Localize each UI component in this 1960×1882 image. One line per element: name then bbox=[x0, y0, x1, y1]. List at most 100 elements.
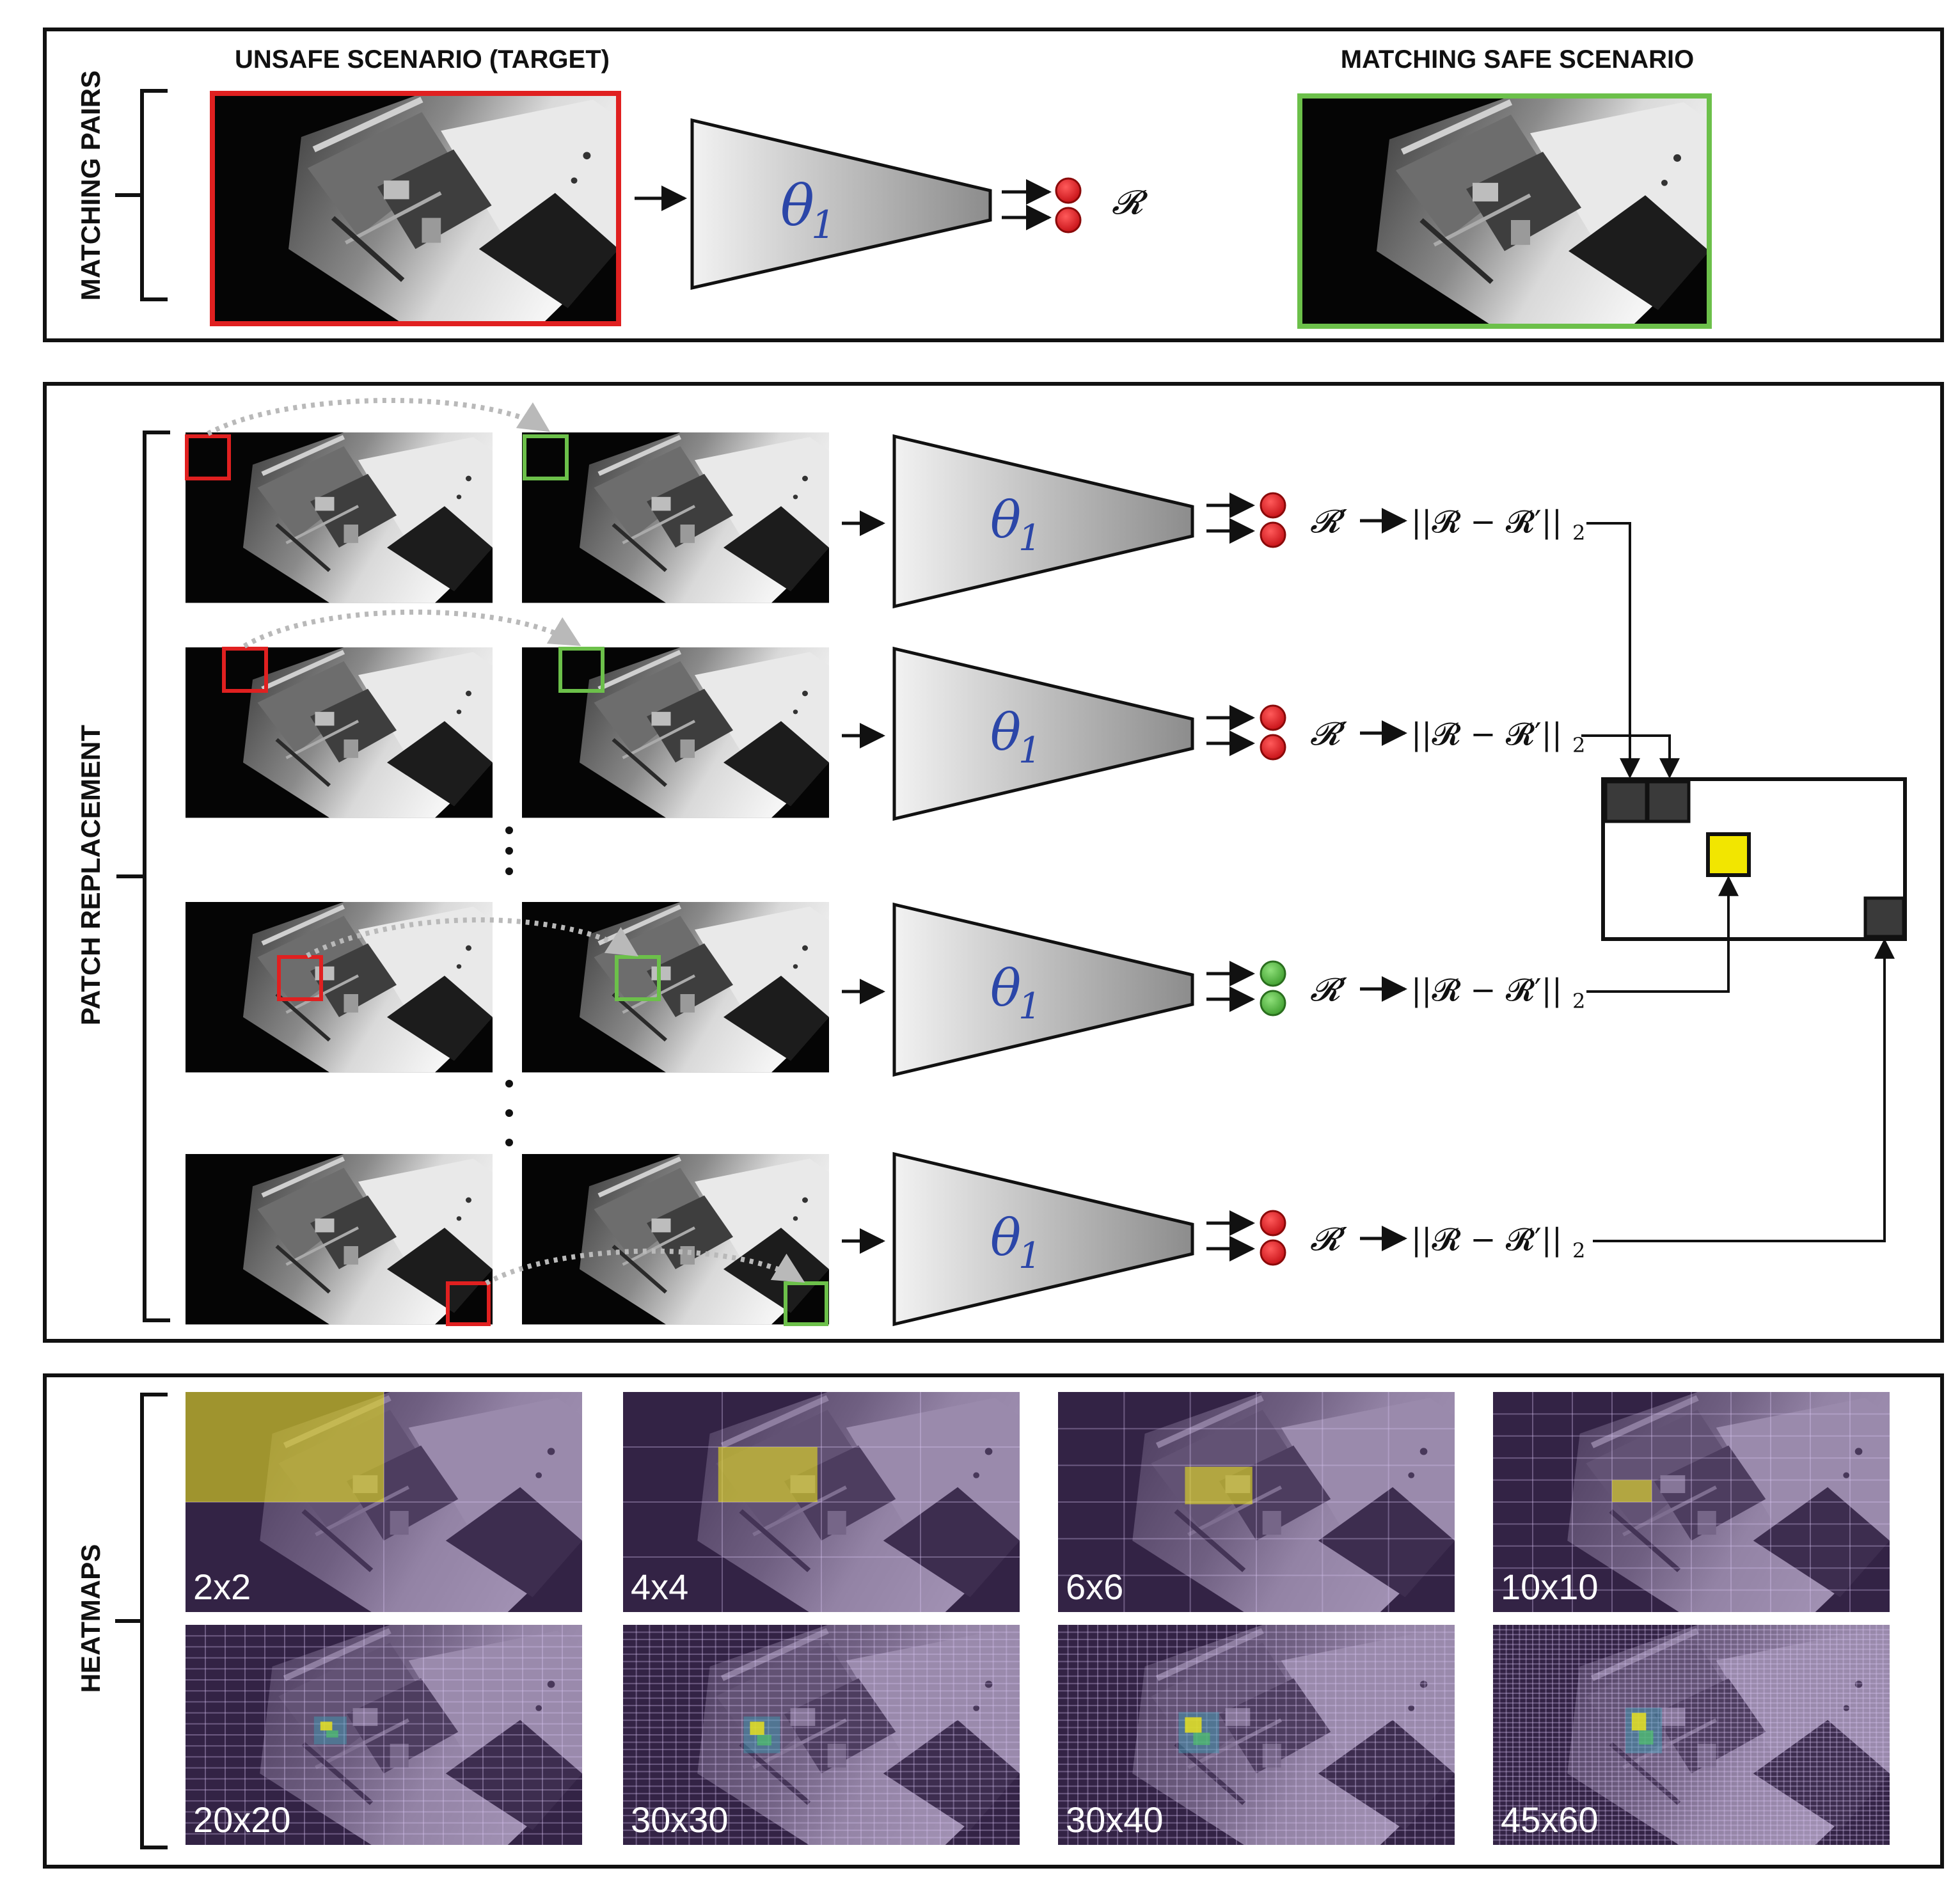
distance-subscript: 2 bbox=[1572, 1238, 1585, 1263]
heatmap-tile: 20x20 bbox=[186, 1625, 582, 1845]
heatmap-gridlines bbox=[1493, 1625, 1890, 1845]
connector-arrow bbox=[1581, 734, 1680, 779]
heatmap-gridlines bbox=[1493, 1392, 1890, 1612]
heatmap-tile: 4x4 bbox=[623, 1392, 1020, 1612]
unsafe-patch bbox=[277, 955, 323, 1001]
distance-subscript: 2 bbox=[1572, 733, 1585, 757]
heatmaps-panel: HEATMAPS 2x2 4x4 6x6 10x10 20x20 30x30 30x40 45… bbox=[43, 1373, 1944, 1869]
heatmap-highlight-secondary bbox=[326, 1730, 338, 1738]
safe-patch bbox=[615, 955, 661, 1001]
network-row: θ1 𝓡′ ||𝓡 − 𝓡′|| 2 bbox=[842, 902, 1585, 1077]
connector-arrow bbox=[1586, 875, 1739, 993]
distance-formula: ||𝓡 − 𝓡′|| bbox=[1411, 504, 1562, 540]
output-dot bbox=[1260, 492, 1286, 519]
network-encoder: θ 1 bbox=[690, 118, 992, 290]
network-theta: θ bbox=[990, 1208, 1021, 1267]
perturbed-representation-label: 𝓡′ bbox=[1310, 971, 1348, 1008]
swap-arrow bbox=[207, 398, 551, 436]
grid-size-label: 4x4 bbox=[631, 1567, 688, 1607]
network-theta: θ bbox=[990, 702, 1021, 762]
network-subscript: 1 bbox=[1018, 730, 1041, 771]
network-subscript: 1 bbox=[811, 203, 835, 248]
heatmap-highlight-secondary bbox=[1639, 1730, 1654, 1745]
heatmap-highlight bbox=[718, 1447, 818, 1502]
heatmap-tile: 30x30 bbox=[623, 1625, 1020, 1845]
heat-cell bbox=[1863, 896, 1906, 938]
grid-size-label: 30x40 bbox=[1066, 1799, 1164, 1840]
heatmap-gridlines bbox=[1058, 1392, 1455, 1612]
output-dot bbox=[1055, 207, 1082, 233]
heatmap-gridlines bbox=[186, 1625, 582, 1845]
output-dot bbox=[1260, 1239, 1286, 1266]
swap-arrow bbox=[306, 917, 639, 958]
unsafe-patch bbox=[185, 434, 231, 480]
output-dot bbox=[1260, 1210, 1286, 1237]
heatmap-tint bbox=[1493, 1625, 1890, 1845]
swap-arrow bbox=[242, 609, 581, 649]
highlight-cell bbox=[1706, 832, 1751, 877]
grid-size-label: 2x2 bbox=[193, 1567, 251, 1607]
heatmap-tile: 45x60 bbox=[1493, 1625, 1890, 1845]
distance-formula: ||𝓡 − 𝓡′|| bbox=[1411, 972, 1562, 1008]
grid-size-label: 10x10 bbox=[1501, 1567, 1599, 1607]
grid-size-label: 20x20 bbox=[193, 1799, 291, 1840]
heatmap-highlight-secondary bbox=[757, 1735, 771, 1746]
perturbed-representation-label: 𝓡′ bbox=[1310, 503, 1348, 540]
heatmaps-side-label: HEATMAPS bbox=[75, 1544, 106, 1693]
safe-patch bbox=[784, 1281, 828, 1326]
patch-replacement-panel: PATCH REPLACEMENT bbox=[43, 382, 1944, 1343]
heatmap-tile: 30x40 bbox=[1058, 1625, 1455, 1845]
output-dot bbox=[1260, 990, 1286, 1016]
network-subscript: 1 bbox=[1018, 518, 1041, 559]
matching-pairs-side-label: MATCHING PAIRS bbox=[75, 70, 106, 301]
distance-formula: ||𝓡 − 𝓡′|| bbox=[1411, 716, 1562, 752]
heatmap-highlight bbox=[186, 1392, 384, 1502]
heatmap-tile: 6x6 bbox=[1058, 1392, 1455, 1612]
output-dot bbox=[1260, 521, 1286, 548]
output-dot bbox=[1260, 960, 1286, 987]
heatmap-highlight bbox=[320, 1721, 333, 1731]
ellipsis-lower bbox=[505, 1080, 513, 1146]
network-theta: θ bbox=[780, 173, 814, 239]
heatmap-tint bbox=[1058, 1625, 1455, 1845]
heat-cell bbox=[1646, 780, 1691, 823]
heatmap-tile: 2x2 bbox=[186, 1392, 582, 1612]
matching-pairs-panel: MATCHING PAIRS UNSAFE SCENARIO (TARGET) … bbox=[43, 28, 1944, 342]
distance-formula: ||𝓡 − 𝓡′|| bbox=[1411, 1222, 1562, 1258]
heatmap-tint bbox=[186, 1625, 582, 1845]
patch-replacement-bracket bbox=[116, 431, 170, 1322]
network-encoder bbox=[892, 434, 1194, 609]
heatmap-tint bbox=[623, 1625, 1020, 1845]
aggregated-heatmap-grid bbox=[1601, 777, 1907, 941]
patch-replacement-side-label: PATCH REPLACEMENT bbox=[75, 725, 106, 1025]
grid-size-label: 45x60 bbox=[1501, 1799, 1599, 1840]
unsafe-patch bbox=[222, 647, 268, 693]
heatmap-highlight bbox=[1632, 1712, 1647, 1731]
unsafe-patch bbox=[446, 1281, 491, 1326]
network-theta: θ bbox=[990, 490, 1021, 550]
connector-arrow bbox=[1593, 938, 1895, 1242]
output-dot bbox=[1055, 177, 1082, 204]
safe-patch bbox=[523, 434, 569, 480]
heatmap-tint bbox=[1493, 1392, 1890, 1612]
perturbed-representation-label: 𝓡′ bbox=[1310, 1221, 1348, 1258]
safe-patch bbox=[558, 647, 605, 693]
ellipsis-upper bbox=[505, 826, 513, 875]
heatmap-highlight bbox=[1612, 1480, 1652, 1502]
patch-row bbox=[186, 1154, 829, 1324]
distance-subscript: 2 bbox=[1572, 989, 1585, 1013]
heatmap-tint bbox=[1058, 1392, 1455, 1612]
output-dot bbox=[1260, 704, 1286, 731]
representation-label: 𝓡 bbox=[1112, 184, 1148, 222]
heatmaps-bracket bbox=[115, 1393, 168, 1849]
network-subscript: 1 bbox=[1018, 986, 1041, 1027]
heatmap-tiles: 2x2 4x4 6x6 10x10 20x20 30x30 30x40 45x60 bbox=[186, 1392, 1890, 1845]
network-theta: θ bbox=[990, 958, 1021, 1018]
heatmap-highlight bbox=[1185, 1717, 1202, 1733]
grid-size-label: 30x30 bbox=[631, 1799, 729, 1840]
connector-arrow bbox=[1586, 522, 1640, 779]
